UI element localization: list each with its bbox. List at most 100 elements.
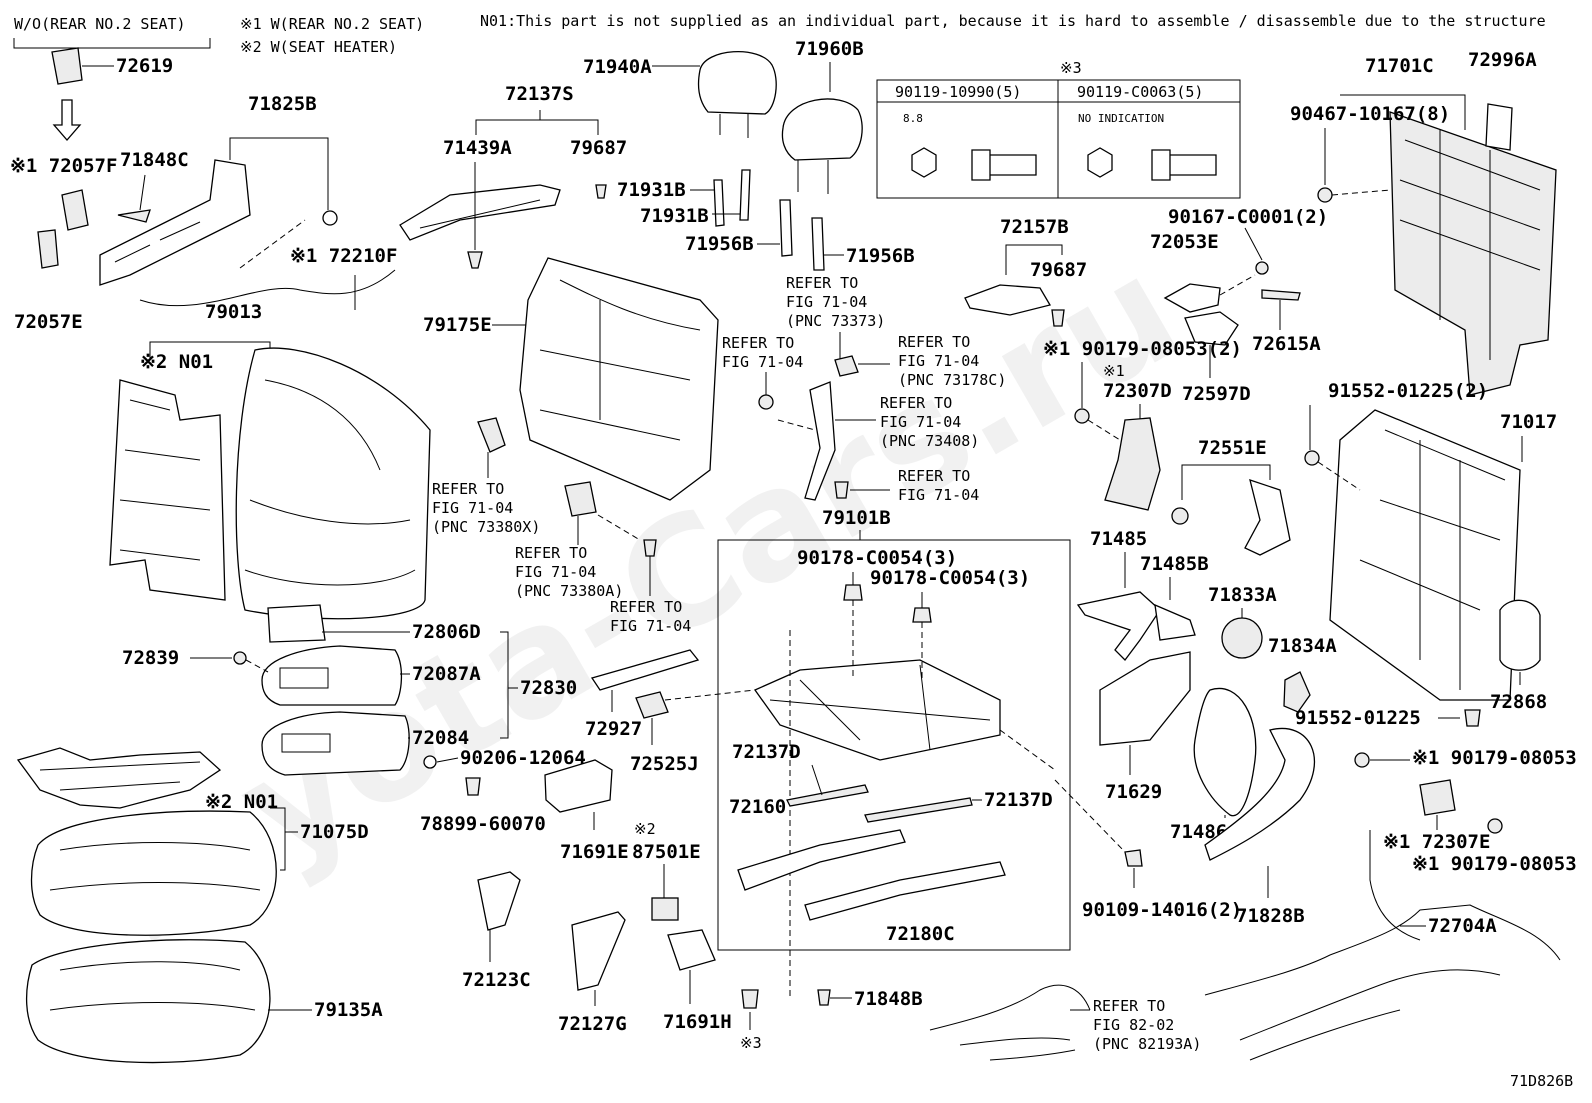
part-72127G[interactable]: 72127G	[558, 911, 627, 1035]
svg-text:71931B: 71931B	[640, 205, 709, 227]
part-71956B-a[interactable]: 71956B	[685, 199, 793, 257]
part-71701C[interactable]: 71701C	[1340, 55, 1557, 396]
part-79175E[interactable]: 79175E	[423, 257, 719, 501]
part-72123C[interactable]: 72123C	[462, 871, 531, 991]
svg-text:FIG 71-04: FIG 71-04	[432, 499, 513, 517]
part-90109[interactable]: 90109-14016(2)	[1054, 779, 1242, 921]
svg-text:(PNC 73380X): (PNC 73380X)	[432, 518, 540, 536]
part-72839[interactable]: 72839	[122, 647, 269, 673]
part-72868[interactable]: 72868	[1490, 599, 1547, 713]
ref-fig-71-04-right[interactable]: REFER TO FIG 71-04	[834, 467, 979, 504]
part-72180C[interactable]: 72180C	[804, 861, 1006, 945]
part-90179-c[interactable]: ※1 90179-08053	[1412, 818, 1577, 875]
part-71691H[interactable]: 71691H	[663, 929, 732, 1033]
part-71833A[interactable]: 71833A	[1208, 584, 1277, 659]
svg-text:FIG 71-04: FIG 71-04	[515, 563, 596, 581]
part-90179-a[interactable]: ※1 90179-08053(2)	[1043, 338, 1242, 424]
part-79687-a[interactable]: 79687	[570, 137, 627, 199]
svg-text:72597D: 72597D	[1182, 383, 1251, 405]
part-71931B-b[interactable]: 71931B	[640, 169, 751, 227]
part-72087A[interactable]: 72087A	[261, 645, 481, 706]
part-78899[interactable]: 78899-60070	[420, 777, 546, 835]
part-72157B[interactable]: 72157B	[964, 216, 1069, 316]
hex-head-icon	[911, 147, 937, 178]
part-90167[interactable]: 90167-C0001(2)	[1168, 206, 1328, 275]
part-72704A[interactable]: 72704A	[1204, 830, 1561, 1061]
part-72137D-a[interactable]: 72137D	[732, 741, 869, 807]
part-72307E[interactable]: ※1 72307E	[1383, 779, 1490, 853]
part-90178-b[interactable]: 90178-C0054(3)	[870, 567, 1030, 623]
part-71960B[interactable]: 71960B	[781, 38, 864, 194]
ref-fig-71-04-left[interactable]: REFER TO FIG 71-04	[722, 334, 803, 410]
part-72927[interactable]: 72927	[585, 649, 700, 740]
part-72806D[interactable]: 72806D	[267, 604, 481, 643]
ref-pnc-73373[interactable]: REFER TO FIG 71-04 (PNC 73373)	[786, 274, 885, 377]
part-72057F[interactable]: ※1 72057F	[10, 155, 117, 231]
part-71485[interactable]: 71485	[1076, 528, 1161, 661]
svg-text:71485: 71485	[1090, 528, 1147, 550]
part-79687-b[interactable]: 79687	[1030, 259, 1087, 327]
part-71439A[interactable]: 71439A	[443, 137, 512, 269]
part-71834A[interactable]: 71834A	[1268, 635, 1337, 713]
ref-fig-71-04-bolt[interactable]: REFER TO FIG 71-04	[597, 514, 691, 635]
part-71956B-b[interactable]: 71956B	[811, 217, 915, 271]
part-90467[interactable]: 90467-10167(8)	[1290, 103, 1450, 203]
part-72137D-b[interactable]: 72137D	[864, 789, 1053, 823]
part-71848C[interactable]: 71848C	[117, 149, 189, 223]
svg-text:71691E: 71691E	[560, 841, 629, 863]
svg-text:91552-01225: 91552-01225	[1295, 707, 1421, 729]
part-71485B[interactable]: 71485B	[1140, 553, 1209, 641]
ref-pnc-73380X[interactable]: REFER TO FIG 71-04 (PNC 73380X)	[432, 417, 540, 536]
svg-text:(PNC 82193A): (PNC 82193A)	[1093, 1035, 1201, 1053]
part-71940A[interactable]: 71940A	[583, 50, 777, 138]
part-71848B[interactable]: 71848B	[817, 988, 923, 1010]
part-N01-back[interactable]: ※2 N01	[109, 351, 226, 601]
part-72996A[interactable]: 72996A	[1468, 49, 1537, 151]
svg-text:71848C: 71848C	[120, 149, 189, 171]
part-87501E[interactable]: ※2 87501E	[632, 820, 701, 921]
part-72525J[interactable]: 72525J	[630, 691, 699, 775]
part-71017[interactable]: 71017	[1329, 409, 1557, 701]
part-91552-a[interactable]: 91552-01225(2)	[1304, 380, 1488, 491]
part-72210F[interactable]: ※1 72210F	[139, 219, 397, 310]
svg-text:71439A: 71439A	[443, 137, 512, 159]
part-79013[interactable]: 79013	[149, 301, 431, 620]
svg-text:72830: 72830	[520, 677, 577, 699]
svg-text:79101B: 79101B	[822, 507, 891, 529]
part-72160[interactable]: 72160	[729, 796, 906, 891]
part-90178-a[interactable]: 90178-C0054(3)	[797, 547, 957, 601]
wo-note: W/O(REAR NO.2 SEAT)	[14, 15, 186, 33]
part-79135A[interactable]: 79135A	[25, 939, 384, 1064]
part-90206[interactable]: 90206-12064	[423, 747, 586, 769]
svg-text:72137D: 72137D	[984, 789, 1053, 811]
seat-track-frame	[664, 600, 1056, 1000]
part-3-bolt[interactable]: ※3	[740, 989, 762, 1052]
part-71629[interactable]: 71629	[1099, 651, 1191, 803]
ref-pnc-73380A[interactable]: REFER TO FIG 71-04 (PNC 73380A)	[515, 481, 623, 600]
part-71075D[interactable]: 71075D	[30, 807, 369, 936]
part-71825B[interactable]: 71825B	[99, 93, 338, 286]
svg-text:※2 N01: ※2 N01	[140, 351, 213, 373]
part-72619[interactable]: 72619	[51, 47, 173, 85]
part-72057E[interactable]: 72057E	[14, 229, 83, 333]
part-72830[interactable]: 72830	[500, 631, 577, 739]
svg-text:72307D: 72307D	[1103, 380, 1172, 402]
ref-pnc-82193A[interactable]: REFER TO FIG 82-02 (PNC 82193A)	[929, 984, 1201, 1061]
ref-pnc-73178C[interactable]: REFER TO FIG 71-04 (PNC 73178C)	[858, 333, 1006, 389]
part-90179-b[interactable]: ※1 90179-08053	[1354, 747, 1577, 769]
part-72597D[interactable]: 72597D	[1182, 311, 1251, 405]
part-72137S[interactable]: 72137S	[399, 83, 599, 241]
svg-text:※3: ※3	[740, 1034, 762, 1052]
part-71828B[interactable]: 71828B	[1204, 727, 1316, 927]
part-72084[interactable]: 72084	[261, 711, 469, 776]
ref-pnc-73408[interactable]: REFER TO FIG 71-04 (PNC 73408)	[777, 381, 979, 501]
svg-text:※1 72307E: ※1 72307E	[1383, 831, 1490, 853]
svg-text:REFER TO: REFER TO	[432, 480, 504, 498]
part-72053E[interactable]: 72053E	[1150, 231, 1256, 313]
part-72551E[interactable]: 72551E	[1171, 437, 1291, 556]
part-71691E[interactable]: 71691E	[544, 759, 629, 863]
part-N01-cushion[interactable]: ※2 N01	[16, 747, 278, 813]
part-72307D[interactable]: ※1 72307D	[1087, 362, 1172, 511]
part-72615A[interactable]: 72615A	[1252, 289, 1321, 355]
part-91552-b[interactable]: 91552-01225	[1295, 707, 1481, 729]
